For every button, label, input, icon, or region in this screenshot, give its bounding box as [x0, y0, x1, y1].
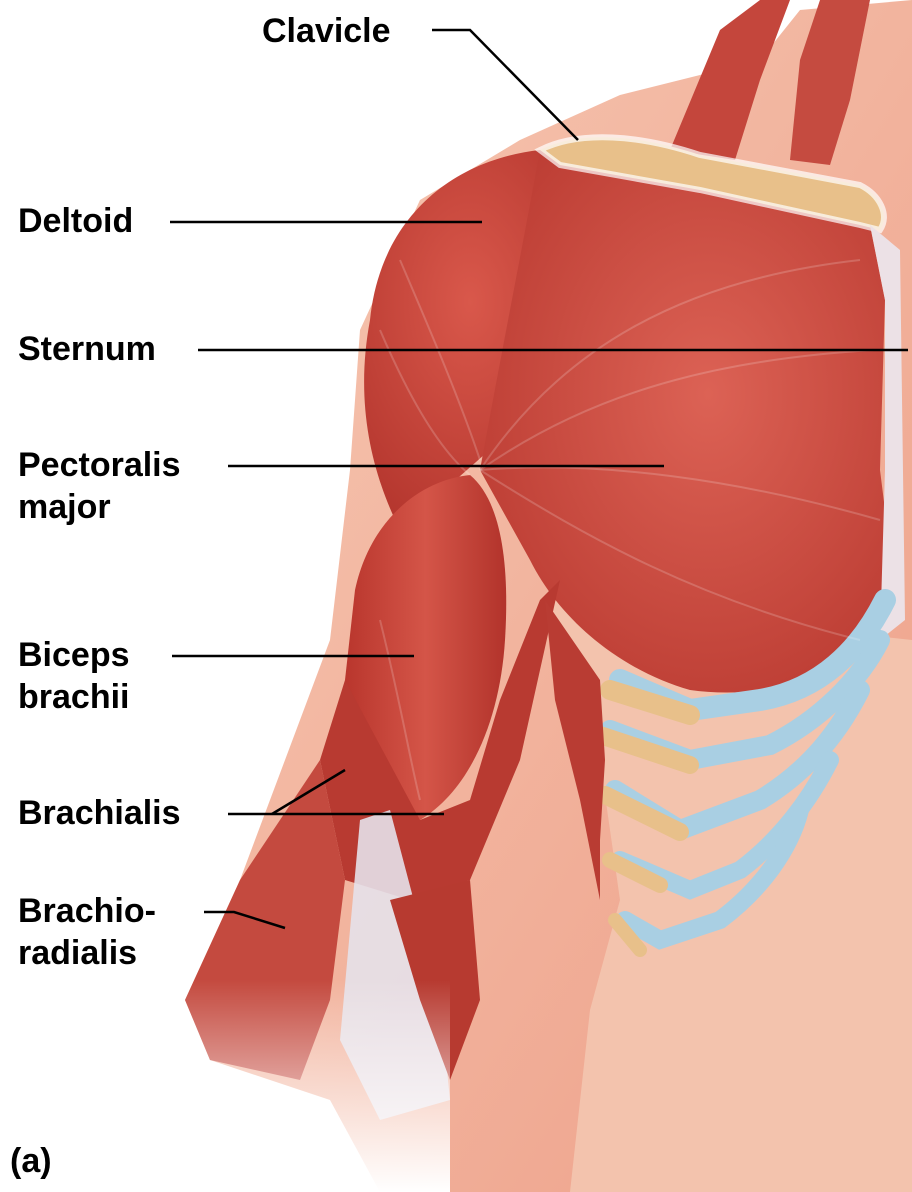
label-pectoralis-major: Pectoralis major: [18, 444, 181, 528]
label-sternum: Sternum: [18, 328, 156, 370]
label-brachialis: Brachialis: [18, 792, 181, 834]
label-pectoralis-line2: major: [18, 486, 181, 528]
label-clavicle-text: Clavicle: [262, 10, 391, 52]
label-deltoid: Deltoid: [18, 200, 133, 242]
panel-label: (a): [10, 1140, 52, 1182]
label-pectoralis-line1: Pectoralis: [18, 444, 181, 486]
label-biceps-line1: Biceps: [18, 634, 130, 676]
label-biceps-line2: brachii: [18, 676, 130, 718]
label-biceps-brachii: Biceps brachii: [18, 634, 130, 718]
label-brachioradialis: Brachio- radialis: [18, 890, 156, 974]
label-sternum-text: Sternum: [18, 328, 156, 370]
label-clavicle: Clavicle: [262, 10, 391, 52]
panel-label-text: (a): [10, 1140, 52, 1182]
label-brachioradialis-line1: Brachio-: [18, 890, 156, 932]
label-brachialis-text: Brachialis: [18, 792, 181, 834]
leader-clavicle: [432, 30, 578, 140]
label-deltoid-text: Deltoid: [18, 200, 133, 242]
label-brachioradialis-line2: radialis: [18, 932, 156, 974]
